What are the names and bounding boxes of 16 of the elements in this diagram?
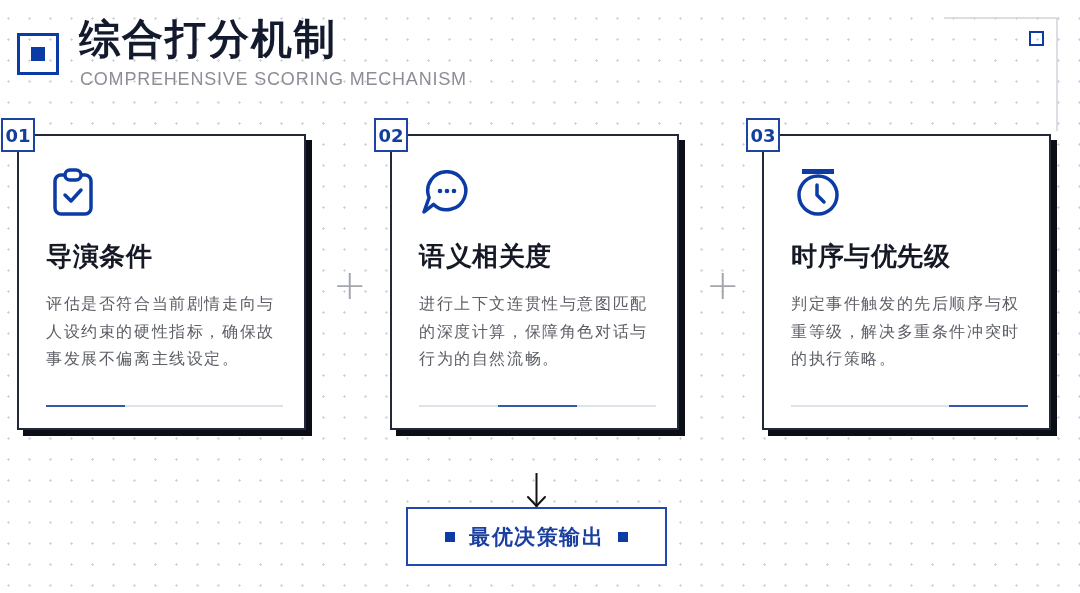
- step-number-badge: 03: [746, 118, 780, 152]
- card-heading: 导演条件: [46, 241, 152, 271]
- plus-sign: +: [706, 265, 740, 305]
- plus-sign: +: [333, 265, 367, 305]
- card-heading: 时序与优先级: [791, 241, 950, 271]
- step-number-badge: 02: [374, 118, 408, 152]
- card-description: 进行上下文连贯性与意图匹配的深度计算，保障角色对话与行为的自然流畅。: [419, 293, 649, 370]
- page-subtitle: COMPREHENSIVE SCORING MECHANISM: [80, 68, 467, 90]
- output-box: [406, 507, 667, 566]
- page-title: 综合打分机制: [79, 14, 337, 65]
- card-heading: 语义相关度: [419, 241, 552, 271]
- card-description: 判定事件触发的先后顺序与权重等级，解决多重条件冲突时的执行策略。: [791, 293, 1021, 370]
- step-number-badge: 01: [1, 118, 35, 152]
- arrow: [527, 472, 546, 508]
- output-label: 最优决策输出: [469, 523, 604, 550]
- card-description: 评估是否符合当前剧情走向与人设约束的硬性指标，确保故事发展不偏离主线设定。: [46, 293, 276, 370]
